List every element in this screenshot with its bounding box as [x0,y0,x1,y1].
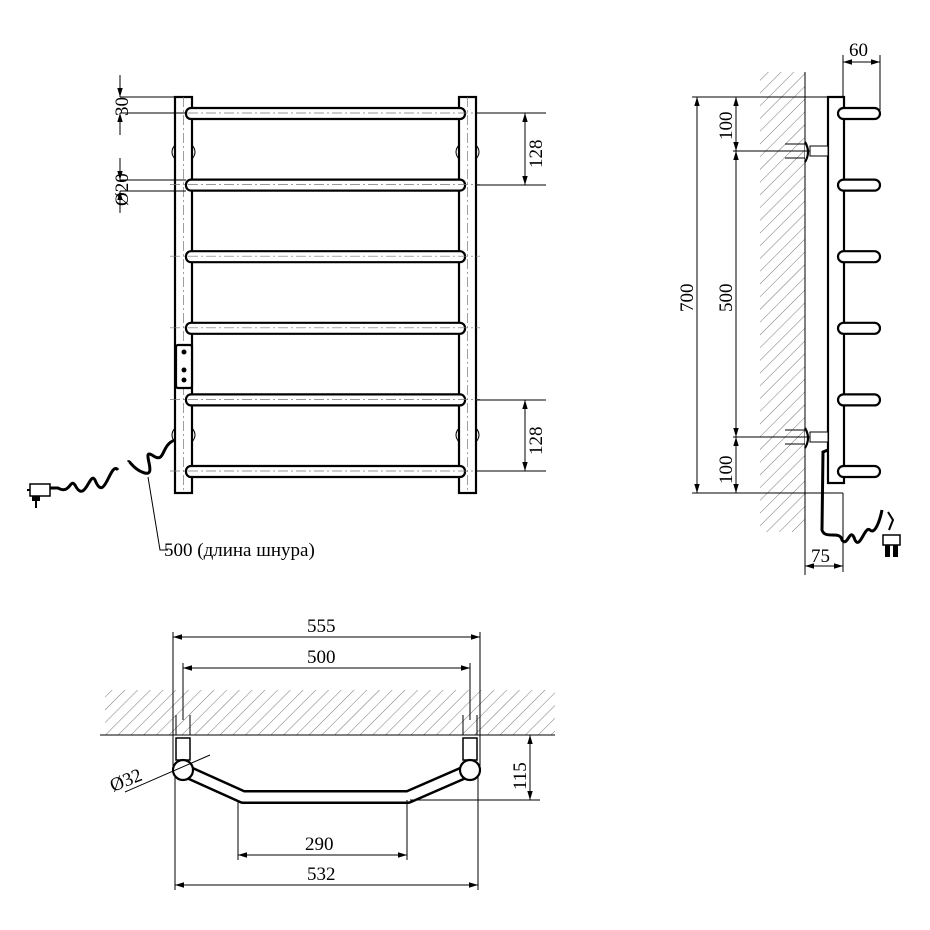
cord-length-label: 500 (длина шнура) [164,540,315,561]
dim-wall-offset: 75 [811,546,830,567]
dim-top-offset: 30 [112,97,133,116]
side-rung [836,321,882,335]
dim-overall-width: 555 [307,616,336,637]
side-rung [836,106,882,121]
plug-icon [27,483,51,508]
cord-leader [147,476,168,551]
rung [184,250,467,264]
dim-mount-spacing: 500 [716,284,737,313]
front-view: 500 (длина шнура) 30 Ø20 128 128 [27,75,547,561]
top-view: 555 500 Ø32 115 290 532 [100,616,555,890]
dim-rung-spacing-top: 128 [526,140,547,169]
dim-projection: 115 [510,762,531,790]
side-view: 60 700 100 500 100 75 [677,40,901,575]
dim-ball-diameter: Ø32 [107,765,145,797]
dim-rung-spacing-bottom: 128 [526,427,547,456]
side-rung [836,250,882,264]
dim-straight-section: 290 [305,834,334,855]
wall-brackets [171,144,480,443]
right-ball [458,758,482,782]
rung [184,106,467,121]
side-rung [836,393,882,407]
rung [184,464,467,479]
dim-tube-diameter: Ø20 [112,173,133,206]
side-rung [836,178,882,192]
side-rungs [836,106,882,479]
rung [184,321,467,335]
dim-mount-bottom: 100 [716,456,737,485]
dim-mount-width: 500 [307,647,336,668]
dim-post-width: 532 [307,864,336,885]
side-brackets [785,141,829,449]
side-rung [836,464,882,479]
rung [184,178,467,192]
rung [184,393,467,407]
control-box [174,343,194,390]
dim-depth: 60 [849,40,868,61]
dim-height: 700 [677,284,698,313]
dim-mount-top: 100 [716,112,737,141]
power-cord [48,438,176,493]
side-power-cord [820,448,884,544]
side-post [826,95,846,485]
wall-hatch [760,72,805,532]
rungs [170,106,480,479]
ball-dim-leader [124,754,211,793]
side-plug-icon [882,511,901,557]
